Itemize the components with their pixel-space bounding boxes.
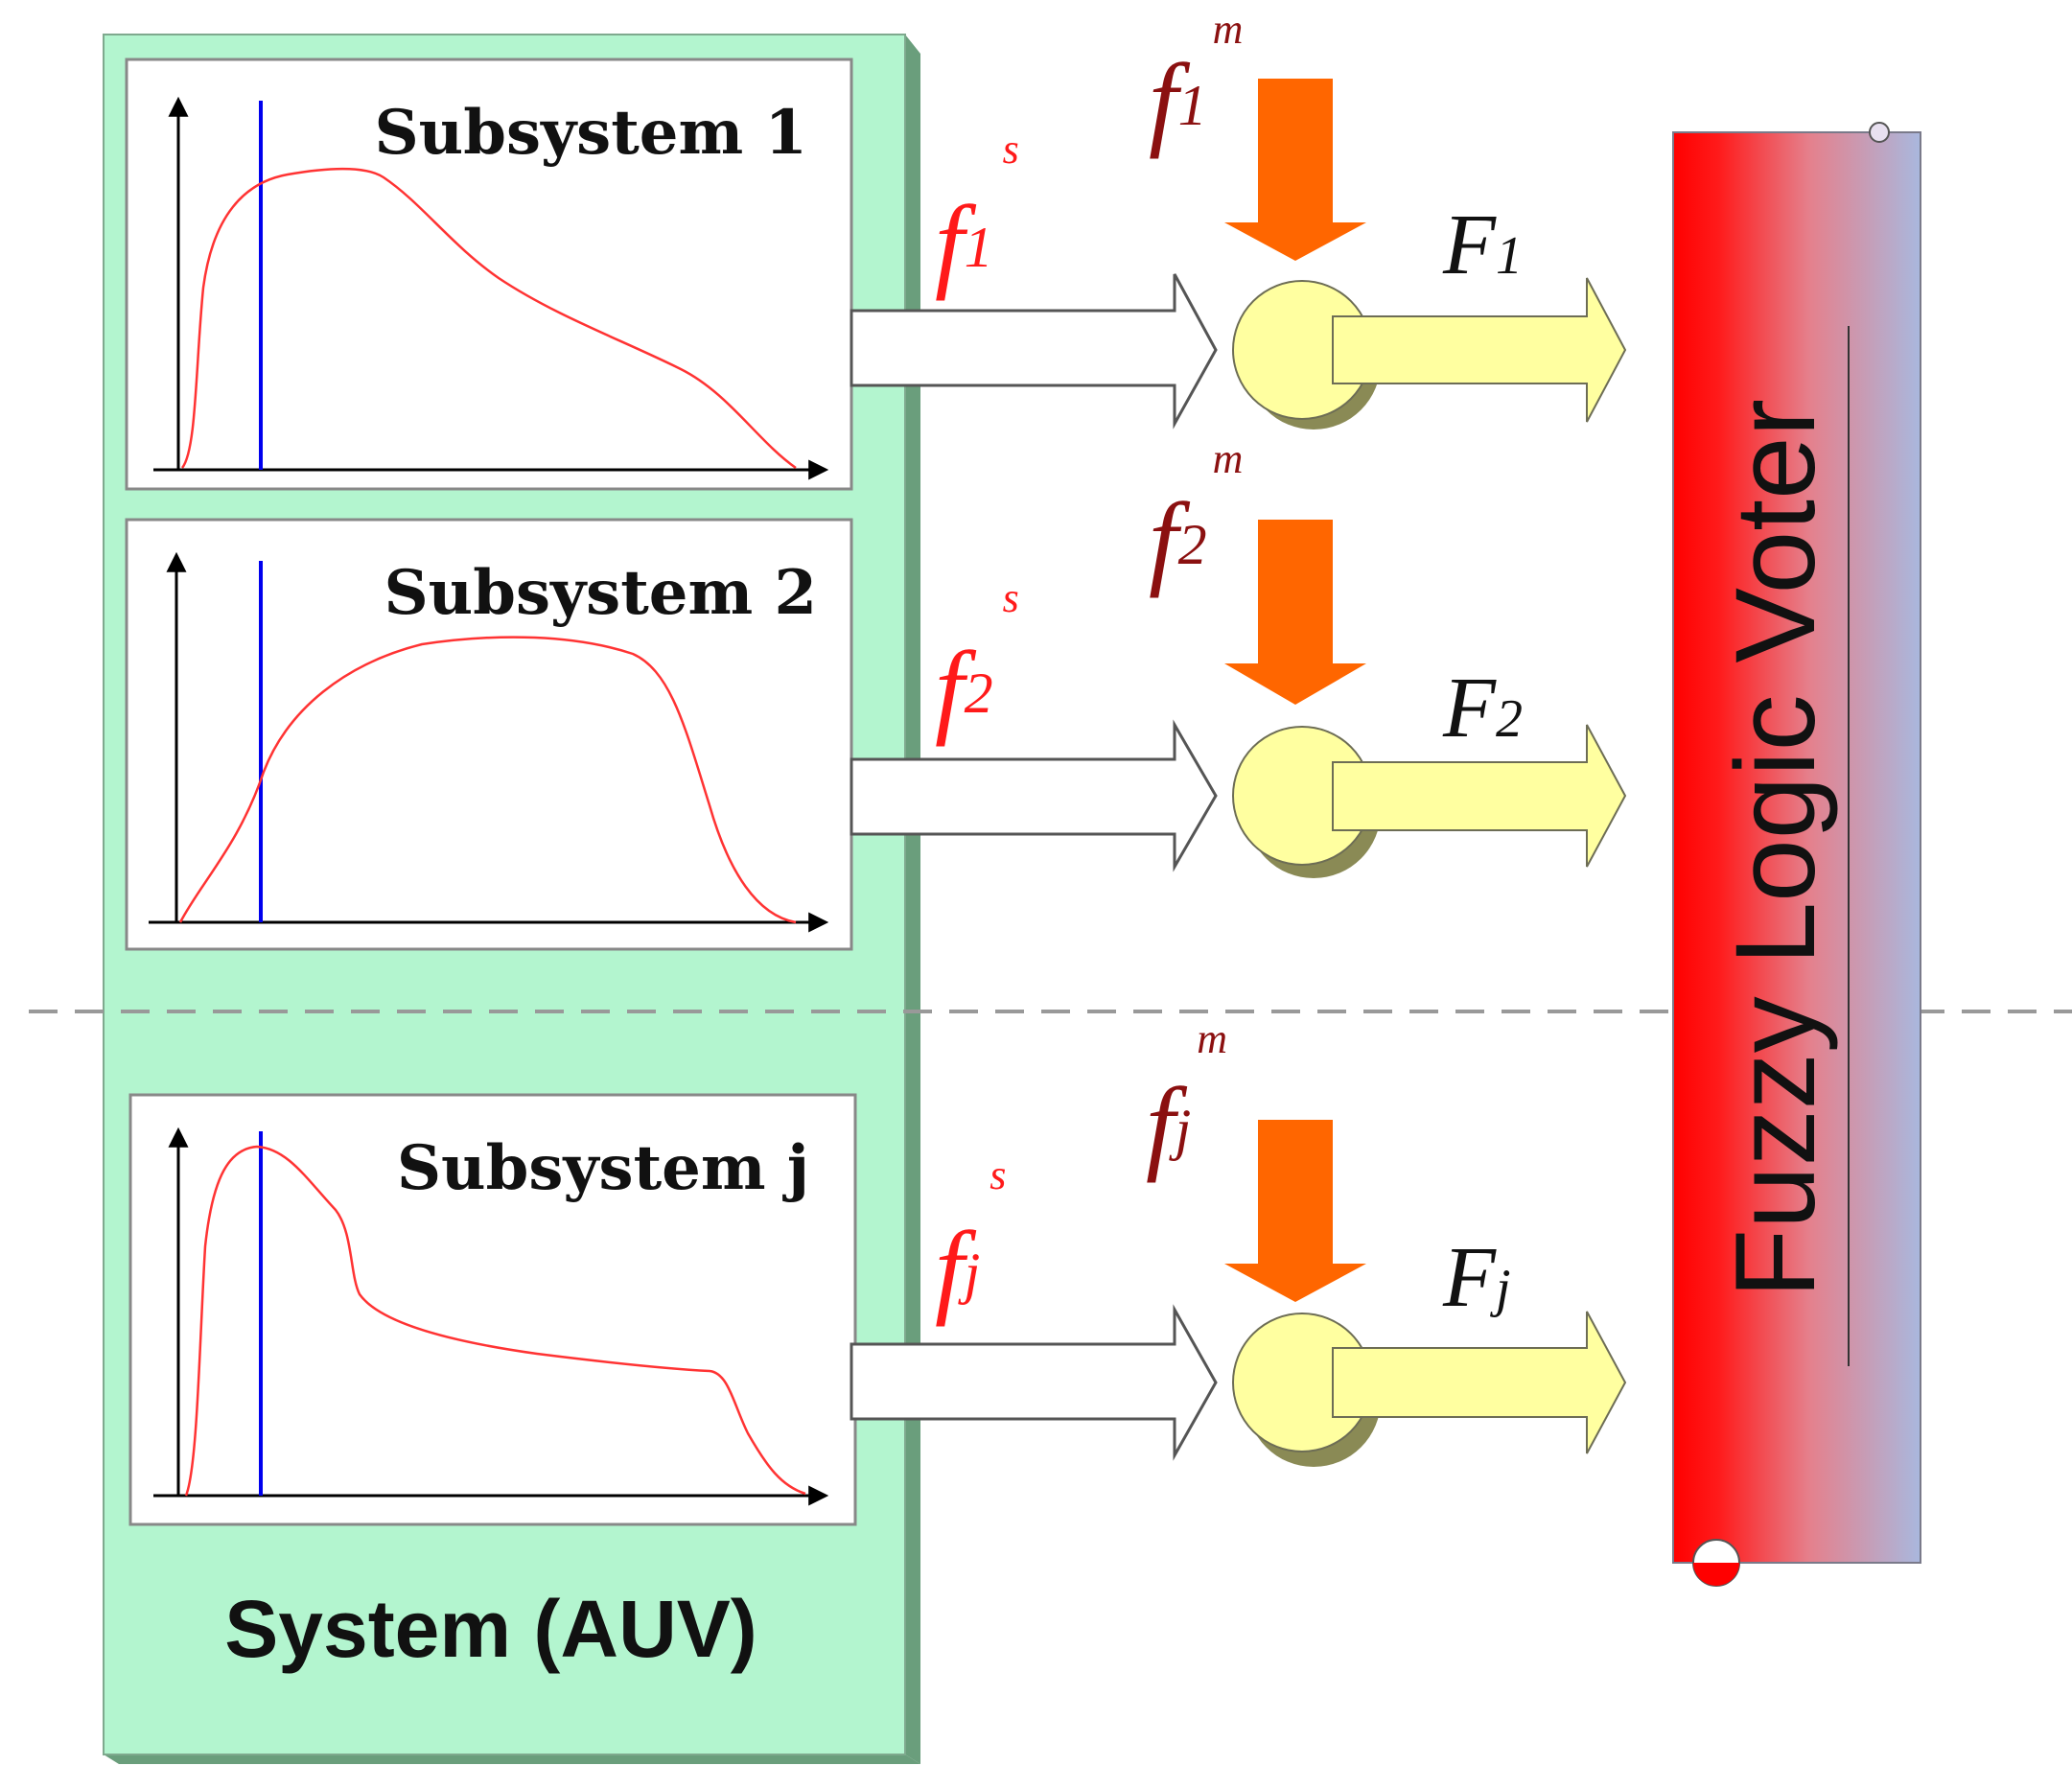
- system-panel-bottom: [104, 1754, 920, 1764]
- output-arrow-icon: [1332, 724, 1627, 868]
- channel-2: f2s f2m F2: [850, 435, 1627, 878]
- channel-j: fjs fjm Fj: [850, 1015, 1627, 1467]
- Fj-label: Fj: [1442, 1230, 1511, 1325]
- subsystem-1-curve: [180, 167, 797, 470]
- f1-m-label: f1m: [1149, 6, 1243, 159]
- subsystem-j-curve: [184, 1145, 806, 1497]
- system-panel-side: [905, 35, 920, 1764]
- subsystem-1: Subsystem 1: [125, 58, 853, 491]
- f2-s-label: f2s: [935, 574, 1019, 747]
- down-arrow-icon: [1224, 1120, 1366, 1302]
- subsystem-j-chart-box: [128, 1093, 857, 1526]
- subsystem-1-title: Subsystem 1: [374, 97, 807, 169]
- f1-s-label: f1s: [935, 126, 1019, 301]
- subsystem-2-title: Subsystem 2: [384, 557, 817, 629]
- F2-label: F2: [1442, 661, 1523, 755]
- fuzzy-logic-voter: Fuzzy Logic Voter: [1672, 122, 1921, 1587]
- voter-bar: [1672, 131, 1921, 1564]
- channel-1: f1s f1m F1: [850, 6, 1627, 430]
- right-arrow-icon: [850, 1304, 1218, 1461]
- F1-label: F1: [1442, 197, 1523, 292]
- pin-icon: [1692, 1539, 1740, 1587]
- system-label: System (AUV): [224, 1584, 757, 1674]
- fj-m-label: fjm: [1146, 1015, 1227, 1183]
- right-arrow-icon: [850, 273, 1218, 430]
- down-arrow-icon: [1224, 79, 1366, 261]
- fj-s-label: fjs: [935, 1151, 1006, 1327]
- output-arrow-icon: [1332, 1311, 1627, 1454]
- subsystem-2-curve: [178, 636, 797, 924]
- output-arrow-icon: [1332, 277, 1627, 423]
- subsystem-2-chart-box: [125, 518, 853, 951]
- voter-label: Fuzzy Logic Voter: [1712, 399, 1839, 1298]
- right-arrow-icon: [850, 719, 1218, 872]
- pin-icon: [1869, 122, 1890, 143]
- down-arrow-icon: [1224, 520, 1366, 705]
- subsystem-j: Subsystem j: [128, 1093, 857, 1526]
- subsystem-j-title: Subsystem j: [397, 1132, 809, 1204]
- subsystem-1-chart-box: [125, 58, 853, 491]
- subsystem-2: Subsystem 2: [125, 518, 853, 951]
- f2-m-label: f2m: [1149, 435, 1243, 598]
